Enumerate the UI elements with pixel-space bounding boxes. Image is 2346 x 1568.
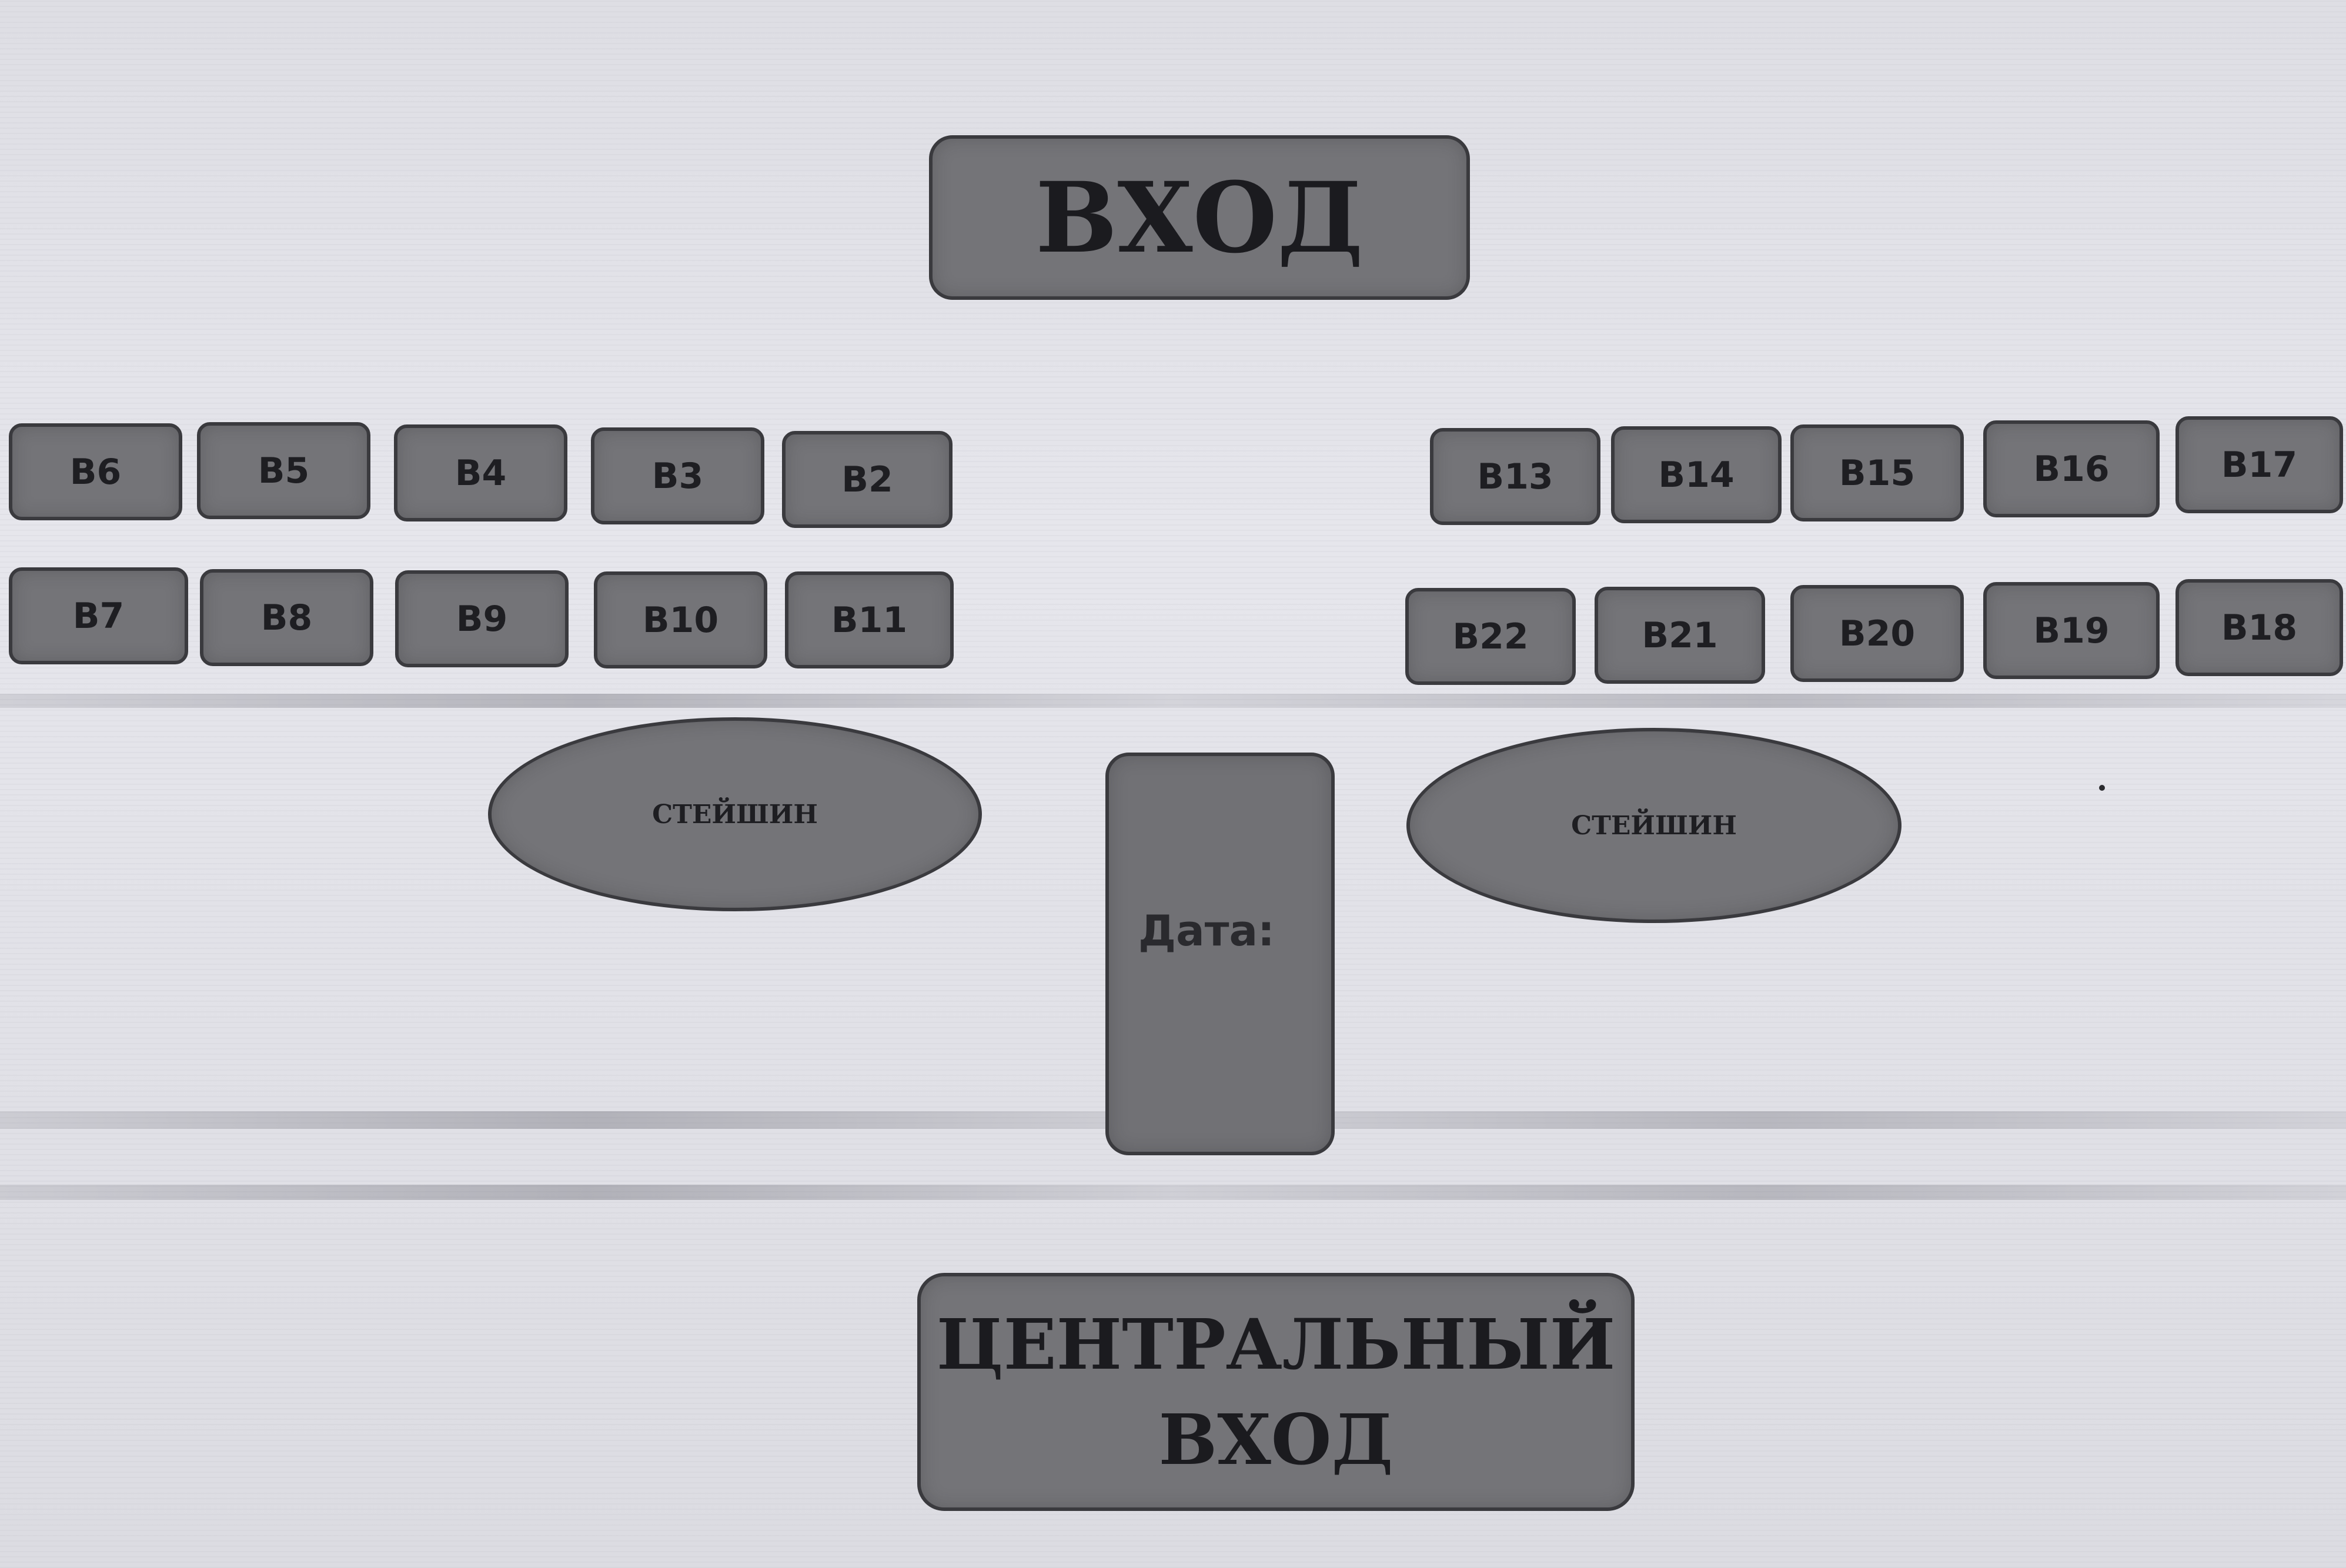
booth-label: B9	[456, 598, 508, 640]
booth-label: B2	[841, 459, 893, 500]
date-label: Дата:	[1138, 906, 1275, 955]
booth-label: B15	[1839, 452, 1916, 494]
booth: B10	[594, 571, 767, 668]
booth-label: B13	[1477, 456, 1553, 497]
booth-label: B3	[651, 455, 704, 497]
booth: B13	[1430, 428, 1600, 525]
booth: B22	[1405, 588, 1576, 685]
booth-label: B8	[260, 597, 313, 638]
booth: B21	[1595, 587, 1765, 684]
booth-label: B21	[1642, 614, 1718, 656]
booth-label: B20	[1839, 613, 1916, 654]
booth: B16	[1983, 420, 2160, 517]
booth-label: B7	[72, 595, 125, 637]
booth-label: B14	[1658, 454, 1735, 496]
booth: B18	[2175, 579, 2343, 676]
speck	[2099, 785, 2105, 791]
station-right: СТЕЙШИН	[1406, 728, 1901, 923]
booth: B14	[1611, 426, 1782, 523]
booth-label: B6	[69, 451, 122, 493]
booth: B6	[9, 423, 182, 520]
booth: B9	[395, 570, 569, 667]
booth-label: B10	[642, 599, 719, 641]
station-label: СТЕЙШИН	[1571, 810, 1737, 841]
booth-label: B4	[455, 452, 507, 494]
booth-label: B17	[2221, 444, 2298, 486]
booth: B17	[2175, 416, 2343, 513]
booth: B4	[394, 424, 567, 521]
booth: B3	[591, 427, 764, 524]
booth-label: B11	[831, 599, 908, 641]
booth: B19	[1983, 582, 2160, 679]
booth-label: B5	[258, 450, 310, 492]
booth-label: B18	[2221, 607, 2298, 648]
central-entrance-sign: ЦЕНТРАЛЬНЫЙ ВХОД	[917, 1273, 1635, 1511]
station-left: СТЕЙШИН	[488, 717, 982, 911]
scan-streak	[0, 694, 2346, 708]
booth: B2	[782, 431, 953, 528]
central-entrance-line2: ВХОД	[1158, 1398, 1393, 1480]
booth: B5	[197, 422, 370, 519]
date-panel: Дата:	[1105, 753, 1335, 1155]
central-entrance-line1: ЦЕНТРАЛЬНЫЙ	[936, 1303, 1616, 1385]
entrance-sign-top: ВХОД	[929, 135, 1470, 300]
scan-streak	[0, 1185, 2346, 1200]
booth: B7	[9, 567, 188, 664]
booth: B15	[1790, 424, 1964, 521]
booth-label: B19	[2033, 610, 2110, 651]
station-label: СТЕЙШИН	[652, 799, 818, 830]
booth: B8	[200, 569, 373, 666]
booth-label: B16	[2033, 448, 2110, 490]
booth: B11	[785, 571, 954, 668]
booth: B20	[1790, 585, 1964, 682]
booth-label: B22	[1452, 616, 1529, 657]
entrance-label: ВХОД	[1035, 161, 1364, 275]
